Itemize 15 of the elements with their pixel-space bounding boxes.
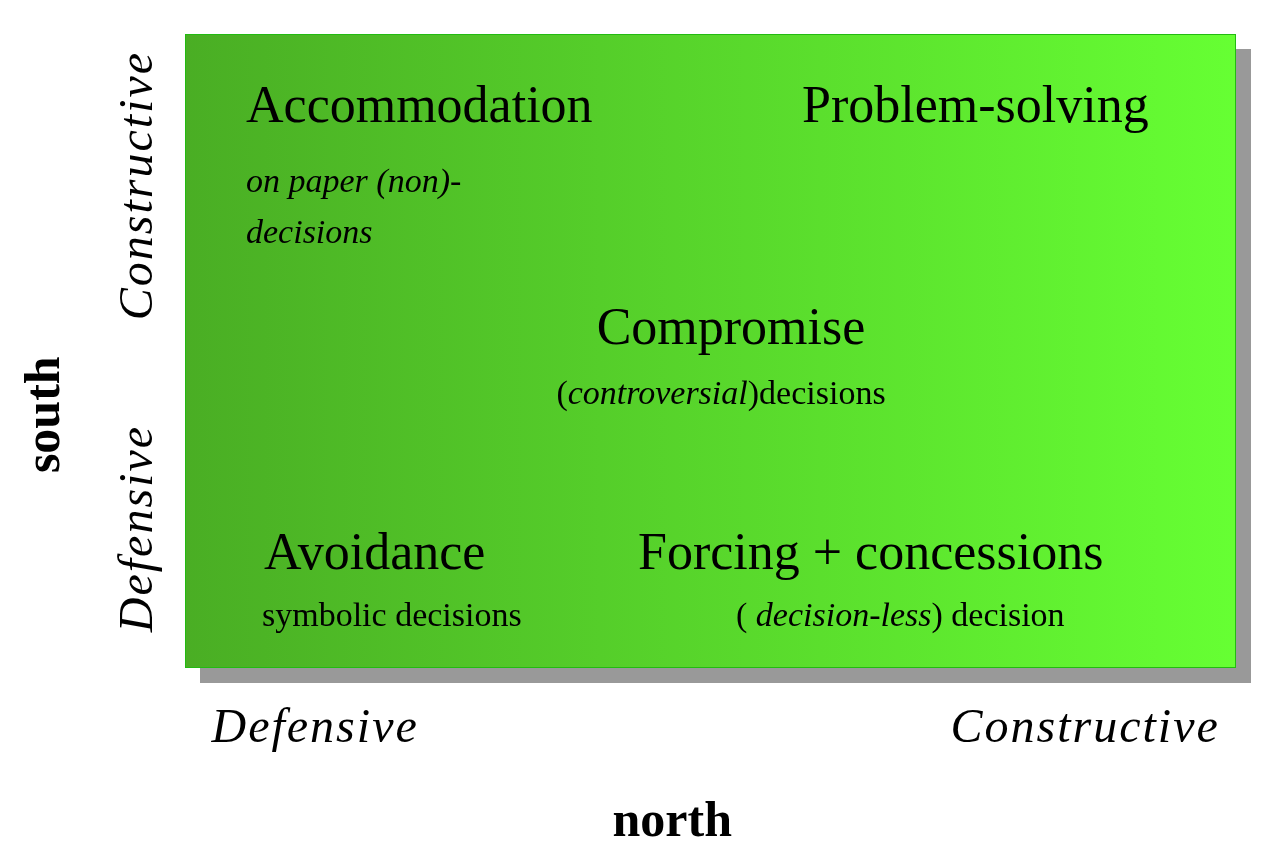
quadrant-title: Avoidance [264, 522, 486, 582]
axis-title: south [13, 356, 71, 474]
quadrant-note: (controversial)decisions [555, 373, 887, 413]
axis-value-label: Constructive [107, 50, 163, 320]
axis-value-label: Defensive [211, 697, 419, 753]
quadrant-title: Forcing + concessions [638, 522, 1104, 582]
axis-value-label: Defensive [107, 424, 163, 632]
quadrant-title: Compromise [595, 297, 867, 357]
quadrant-title: Accommodation [246, 75, 593, 135]
quadrant-title: Problem-solving [802, 75, 1149, 135]
quadrant-note: ( decision-less) decision [736, 595, 1065, 635]
axis-title: north [612, 791, 732, 844]
quadrant-note: symbolic decisions [262, 595, 522, 635]
axis-value-label: Constructive [950, 697, 1220, 753]
quadrant-note: on paper (non)-decisions [246, 161, 463, 252]
